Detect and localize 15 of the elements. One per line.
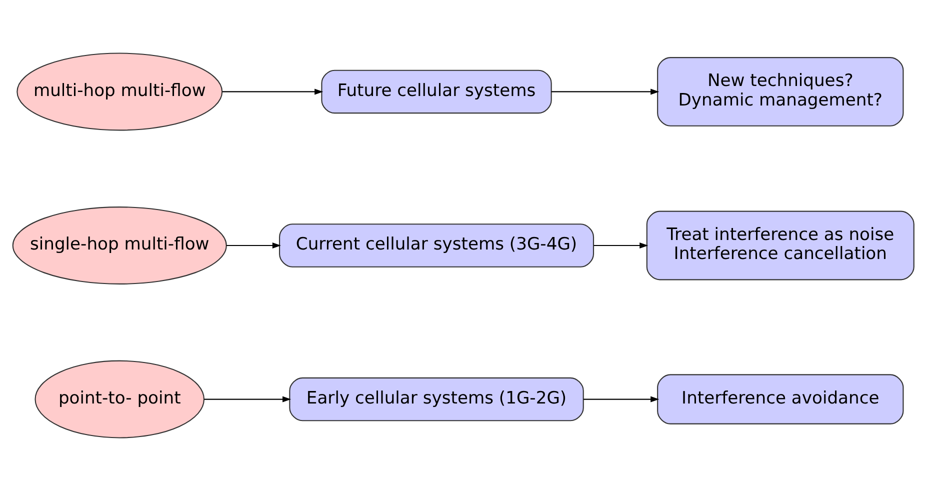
- node-ellipse: point-to- point: [34, 360, 205, 438]
- node-ellipse: multi-hop multi-flow: [16, 52, 223, 130]
- node-box: Current cellular systems (3G-4G): [278, 223, 594, 267]
- arrow: [226, 242, 281, 248]
- node-box: Treat interference as noise Interference cancellation: [646, 210, 914, 280]
- arrow: [204, 396, 292, 402]
- node-box: Interference avoidance: [657, 374, 904, 424]
- arrow: [594, 242, 648, 248]
- arrow: [222, 88, 324, 94]
- node-ellipse: single-hop multi-flow: [12, 206, 227, 284]
- arrow: [551, 88, 660, 94]
- arrow: [584, 396, 660, 402]
- node-box: Early cellular systems (1G-2G): [289, 376, 584, 421]
- node-box: Future cellular systems: [321, 69, 552, 114]
- node-box: New techniques? Dynamic management?: [657, 56, 904, 126]
